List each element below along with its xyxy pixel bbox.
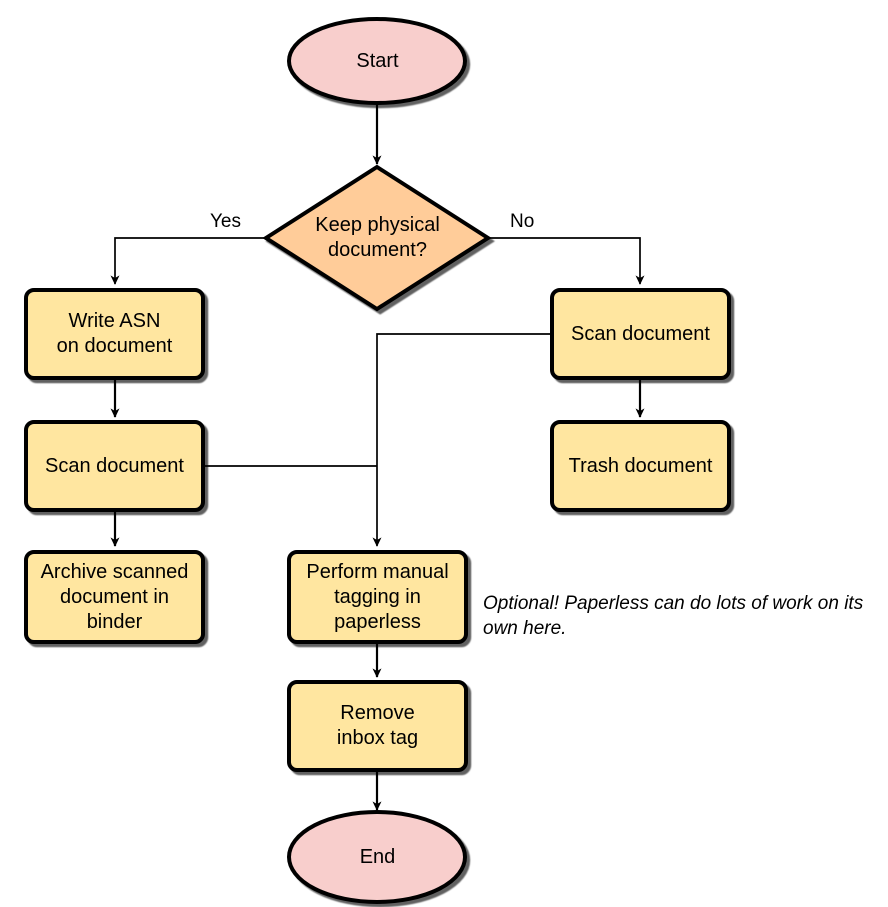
edge-keep-physical-to-write-asn bbox=[110, 237, 266, 285]
edge-label-no: No bbox=[510, 211, 535, 232]
node-start[interactable] bbox=[287, 17, 467, 105]
node-keep-physical[interactable] bbox=[262, 164, 492, 312]
node-trash[interactable] bbox=[550, 420, 731, 512]
node-scan-left[interactable] bbox=[24, 420, 205, 512]
node-manual-tagging[interactable] bbox=[287, 550, 468, 644]
edge-scan-right-to-manual-tagging bbox=[372, 333, 552, 547]
node-scan-right[interactable] bbox=[550, 288, 731, 380]
optional-note: Optional! Paperless can do lots of work … bbox=[483, 593, 864, 639]
edge-label-yes: Yes bbox=[210, 211, 241, 232]
node-end[interactable] bbox=[287, 810, 467, 904]
node-archive-binder[interactable] bbox=[24, 550, 205, 644]
node-remove-inbox[interactable] bbox=[287, 680, 468, 772]
node-write-asn[interactable] bbox=[24, 288, 205, 380]
edge-keep-physical-to-scan-right bbox=[489, 237, 645, 285]
